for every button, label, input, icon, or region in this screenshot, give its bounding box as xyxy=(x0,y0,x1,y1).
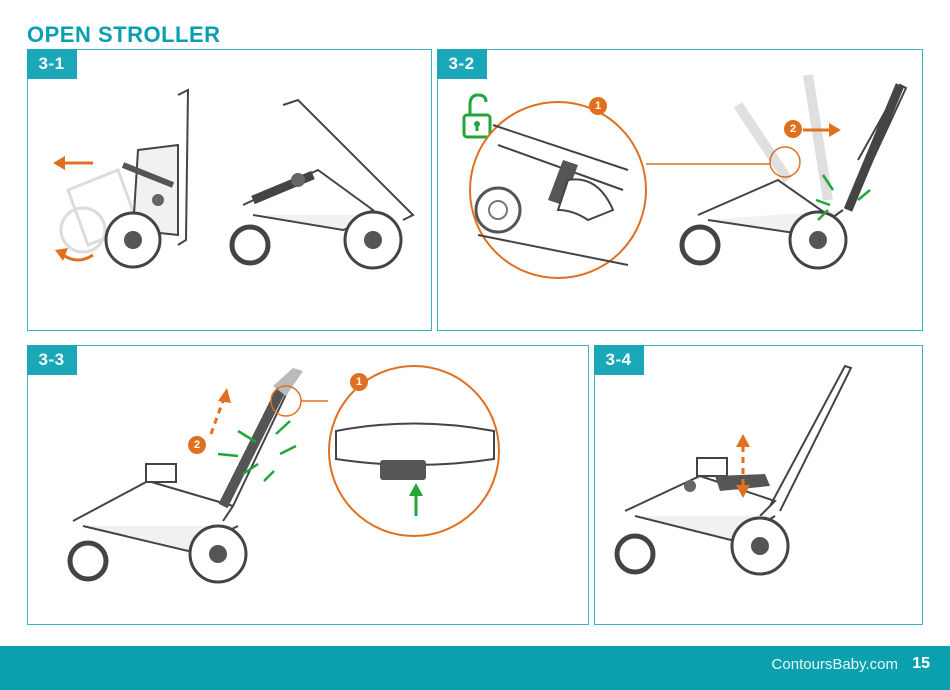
unlock-icon xyxy=(464,95,490,137)
step-panel-3-4: 3-4 xyxy=(594,345,923,625)
page-number: 15 xyxy=(912,655,930,673)
step-label: 3-3 xyxy=(27,345,77,375)
callout-2-badge: 2 xyxy=(188,436,206,454)
callout-2-badge: 2 xyxy=(784,120,802,138)
raise-handle-illustration xyxy=(28,346,587,623)
page-title: OPEN STROLLER xyxy=(27,22,221,48)
step-label: 3-1 xyxy=(27,49,77,79)
step-panel-3-1: 3-1 xyxy=(27,49,432,331)
callout-1-badge: 1 xyxy=(589,97,607,115)
footer-bar: ContoursBaby.com 15 xyxy=(0,646,950,690)
step-panel-3-3: 3-3 1 2 xyxy=(27,345,589,625)
callout-1-badge: 1 xyxy=(350,373,368,391)
step-label: 3-4 xyxy=(594,345,644,375)
step-label: 3-2 xyxy=(437,49,487,79)
footer-site-link[interactable]: ContoursBaby.com xyxy=(772,656,898,673)
folded-stroller-illustration xyxy=(28,50,430,329)
stroller-open-illustration xyxy=(595,346,921,623)
unlock-handle-illustration xyxy=(438,50,921,329)
step-panel-3-2: 3-2 1 2 xyxy=(437,49,923,331)
